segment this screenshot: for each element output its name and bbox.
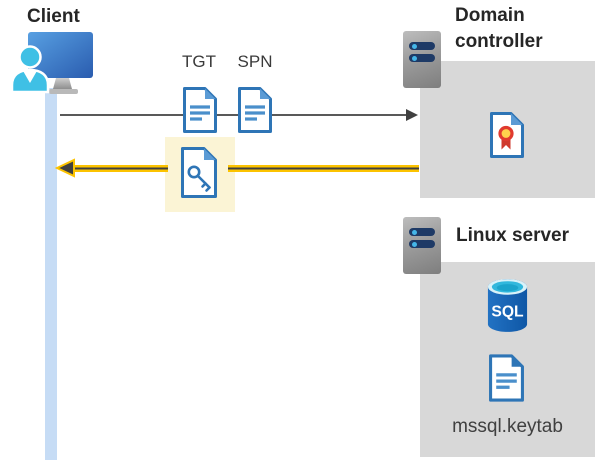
sql-badge-text: SQL [491, 303, 524, 320]
person-head [18, 45, 42, 69]
certificate-icon [490, 112, 524, 158]
domain-controller-title: Domain controller [455, 5, 543, 52]
monitor-icon [28, 32, 93, 78]
spn-label: SPN [237, 52, 273, 71]
user-at-computer-icon [10, 32, 93, 94]
rosette [498, 125, 514, 142]
response-arrow-line [71, 165, 168, 172]
tgt-label: TGT [182, 52, 216, 71]
client-lifeline [45, 88, 57, 460]
keytab-filename: mssql.keytab [452, 416, 563, 437]
server-led [412, 241, 417, 247]
spn-document-icon [238, 87, 272, 133]
monitor-stand [53, 78, 72, 89]
linux-server-icon [403, 217, 441, 274]
server-led [412, 229, 417, 235]
key-document-icon [181, 147, 217, 198]
request-arrow-line [60, 114, 407, 116]
response-arrow-line [228, 165, 419, 172]
server-led [412, 43, 417, 49]
client-title: Client [27, 6, 80, 27]
keytab-document-icon [489, 354, 524, 402]
server-led [412, 55, 417, 61]
response-arrowhead-icon [55, 158, 75, 178]
server-slot [409, 54, 435, 62]
request-arrowhead-icon [406, 109, 418, 121]
monitor-base [49, 89, 78, 94]
tgt-document-icon [183, 87, 217, 133]
server-slot [409, 228, 435, 236]
server-slot [409, 42, 435, 50]
linux-server-title: Linux server [456, 225, 569, 246]
sql-database-icon: SQL [487, 279, 528, 332]
server-slot [409, 240, 435, 248]
domain-controller-server-icon [403, 31, 441, 88]
person-collar [22, 70, 38, 83]
